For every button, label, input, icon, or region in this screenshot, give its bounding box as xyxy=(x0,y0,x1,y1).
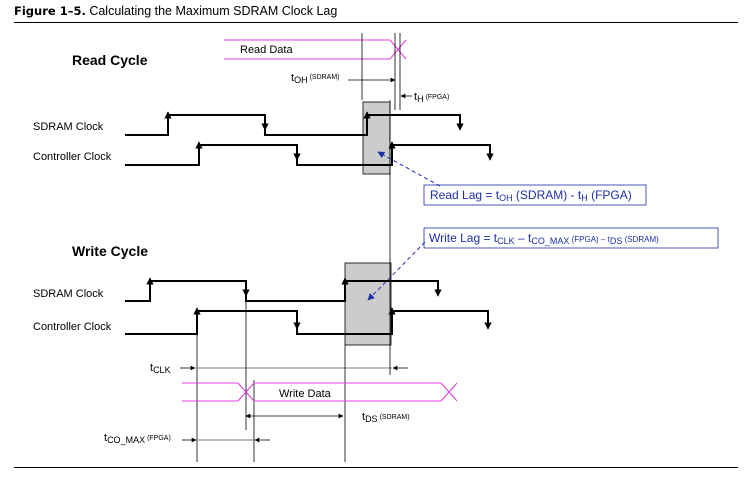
write-lag-formula: Write Lag = tCLK – tCO_MAX (FPGA) – tDS … xyxy=(429,231,659,246)
read-sdram-clock-wave xyxy=(125,114,461,136)
write-data-bus xyxy=(182,382,458,402)
read-controller-clock-label: Controller Clock xyxy=(33,151,112,163)
read-lag-box xyxy=(423,184,647,206)
read-lag-formula: Read Lag = tOH (SDRAM) - tH (FPGA) xyxy=(430,188,632,203)
read-data-label: Read Data xyxy=(240,44,293,56)
write-controller-clock-wave xyxy=(125,310,489,335)
figure-number: Figure 1–5. xyxy=(14,4,86,18)
write-cycle-heading: Write Cycle xyxy=(72,243,148,259)
t-oh-label: tOH(SDRAM) xyxy=(291,72,340,85)
t-co-max-label: tCO_MAX(FPGA) xyxy=(104,432,171,445)
figure-caption: Calculating the Maximum SDRAM Clock Lag xyxy=(89,4,338,18)
write-sdram-clock-label: SDRAM Clock xyxy=(33,288,104,300)
write-data-label: Write Data xyxy=(279,388,332,400)
t-ds-label: tDS(SDRAM) xyxy=(362,411,410,424)
read-sdram-clock-label: SDRAM Clock xyxy=(33,121,104,133)
t-h-label: tH(FPGA) xyxy=(414,91,449,104)
figure-title: Figure 1–5. Calculating the Maximum SDRA… xyxy=(14,4,337,18)
t-clk-label: tCLK xyxy=(150,362,171,375)
bottom-rule xyxy=(14,467,738,468)
top-rule xyxy=(14,22,738,23)
read-lag-pointer xyxy=(377,151,441,187)
write-lag-box xyxy=(423,227,719,249)
write-controller-clock-label: Controller Clock xyxy=(33,321,112,333)
write-window xyxy=(344,262,392,346)
read-cycle-heading: Read Cycle xyxy=(72,52,148,68)
read-controller-clock-wave xyxy=(125,144,491,166)
